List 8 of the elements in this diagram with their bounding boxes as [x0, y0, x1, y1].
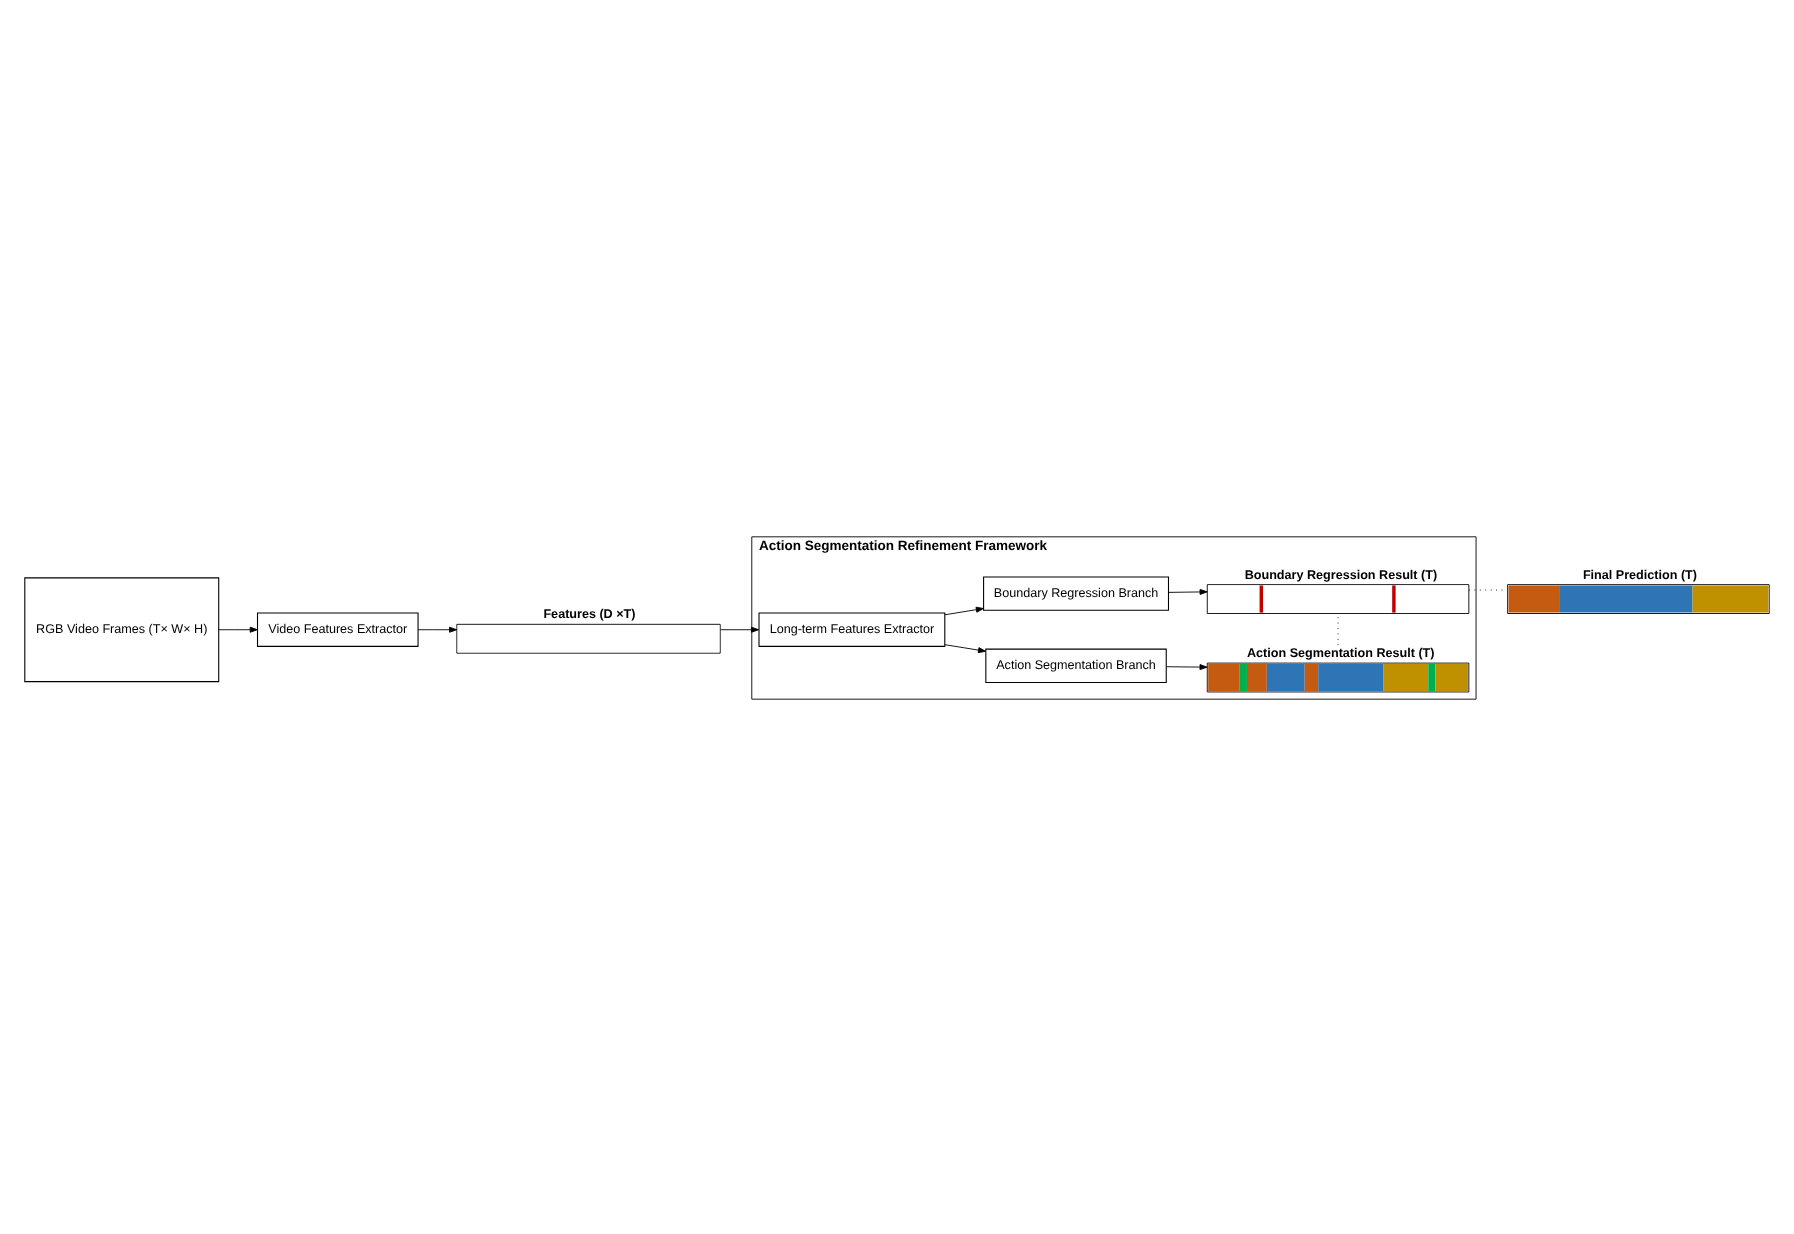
- arrow: [944, 643, 987, 653]
- arrow: [417, 625, 458, 632]
- arrow: [944, 605, 984, 615]
- connector: [1468, 588, 1508, 590]
- arrow: [1168, 587, 1208, 594]
- arrow: [720, 625, 760, 632]
- arrow: [1166, 663, 1208, 670]
- arrow: [218, 625, 258, 632]
